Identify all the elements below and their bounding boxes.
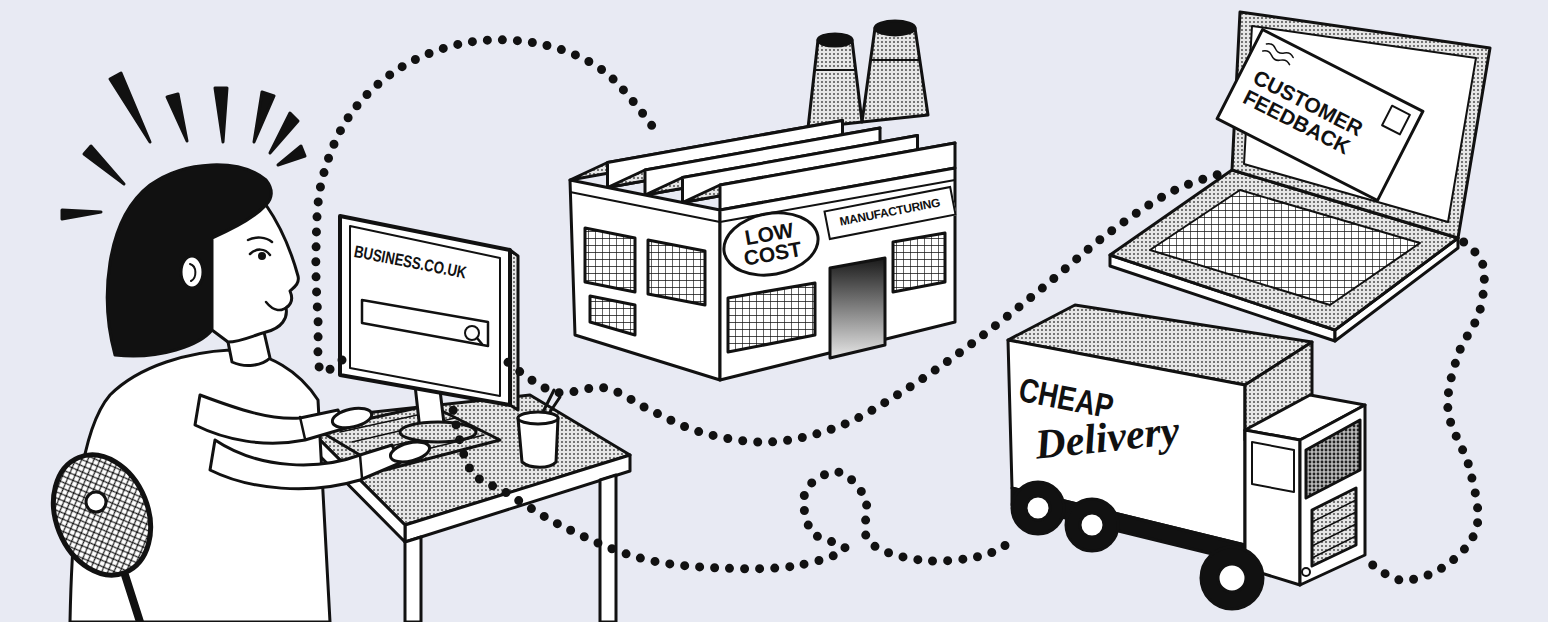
search-icon [477, 338, 482, 344]
ear [181, 256, 203, 288]
search-bar [362, 300, 488, 346]
face [212, 205, 298, 342]
wheel [1012, 482, 1064, 534]
burst-stroke [84, 146, 124, 184]
factory-window [648, 240, 705, 305]
monitor-frame [340, 216, 510, 405]
chair-post [125, 575, 140, 622]
windshield [1306, 420, 1360, 498]
burst-stroke [110, 73, 150, 142]
smile [266, 302, 288, 310]
chair-back [36, 440, 168, 589]
pen-cup-rim [518, 412, 558, 424]
letter [1217, 30, 1423, 201]
letter-heading: CUSTOMER FEEDBACK [1217, 30, 1423, 201]
arm [195, 395, 346, 443]
grille-bar [1312, 500, 1356, 558]
arm [210, 440, 400, 489]
desk-leg [405, 537, 421, 622]
burst-stroke [215, 88, 227, 142]
chimney-top [875, 21, 915, 35]
chimney-top [818, 34, 852, 46]
laptop: CUSTOMER FEEDBACK [1225, 10, 1490, 242]
cab-front [1300, 405, 1365, 585]
chimney [808, 40, 862, 128]
cuff [360, 455, 362, 478]
wheel [1066, 499, 1118, 551]
dotted-route [508, 172, 1225, 442]
burst-stroke [278, 146, 305, 165]
logo-oval: LOW COST [717, 204, 825, 284]
burst-stroke [62, 210, 101, 219]
hand [388, 438, 431, 465]
chimney-band [871, 59, 919, 61]
factory-sign: MANUFACTURING [823, 186, 956, 240]
burst-stroke [254, 92, 274, 142]
wheel [1201, 547, 1263, 609]
chair-knob [86, 492, 106, 512]
website-address: BUSINESS.CO.UK [352, 242, 468, 283]
dotted-route [316, 40, 659, 372]
eye [260, 254, 265, 259]
monitor-base [400, 422, 476, 442]
truck-script: Delivery [1033, 408, 1181, 467]
monitor-screen [350, 226, 500, 396]
delivery-truck: CHEAPDelivery [1005, 305, 1370, 612]
eyebrow [248, 238, 272, 242]
website-screen: BUSINESS.CO.UK [342, 218, 508, 402]
wheel-hub [1218, 564, 1246, 592]
wheel-hub [1026, 496, 1050, 520]
ear-detail [190, 264, 195, 281]
dotted-route [1370, 242, 1484, 580]
wheel-hub [1080, 513, 1104, 537]
burst-stroke [270, 113, 298, 153]
stamp [1382, 106, 1410, 135]
truck-box [1008, 340, 1245, 545]
chimney [862, 28, 928, 122]
headlight [1302, 568, 1310, 576]
factory-window [590, 296, 635, 335]
cab-window [1252, 442, 1294, 492]
factory-door [830, 258, 885, 358]
burst-stroke [167, 94, 187, 141]
hand [331, 405, 374, 431]
dotted-route [452, 402, 1005, 569]
factory-window [893, 233, 945, 292]
cuff [300, 417, 305, 439]
factory-window [585, 228, 635, 292]
postmark [1262, 42, 1294, 66]
factory-wall [570, 180, 720, 380]
chimney-band [815, 69, 855, 71]
factory: LOW COSTMANUFACTURING [570, 135, 960, 385]
grille [1312, 488, 1356, 566]
factory-window [728, 283, 815, 352]
